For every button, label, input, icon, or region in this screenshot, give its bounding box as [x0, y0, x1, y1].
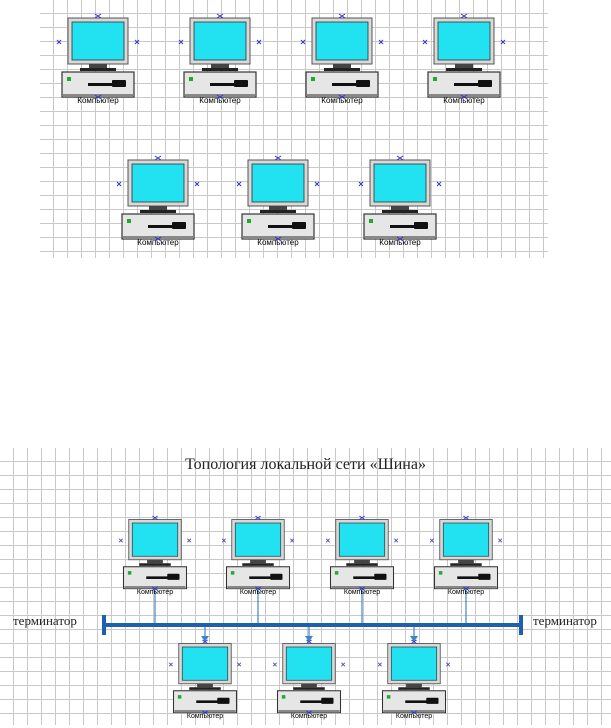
system-unit-icon [427, 71, 501, 98]
computer-node[interactable]: Компьютер [272, 639, 346, 726]
connection-markers [221, 515, 295, 591]
monitor-icon [231, 519, 285, 566]
connection-markers [118, 515, 192, 591]
connection-markers [116, 155, 200, 242]
computer-node[interactable]: Компьютер [377, 639, 451, 726]
computer-label: Компьютер [343, 589, 381, 596]
connection-markers [178, 13, 262, 100]
computer-node[interactable]: Компьютер [56, 13, 140, 114]
system-unit-icon [433, 566, 499, 590]
system-unit-icon [121, 213, 195, 240]
system-unit-icon [241, 213, 315, 240]
monitor-icon [335, 519, 389, 566]
connection-markers [429, 515, 503, 591]
system-unit-icon [381, 690, 447, 714]
monitor-icon [311, 17, 373, 71]
monitor-icon [127, 159, 189, 213]
connection-markers [272, 639, 346, 715]
computer-node[interactable]: Компьютер [116, 155, 200, 256]
computer-node[interactable]: Компьютер [300, 13, 384, 114]
system-unit-icon [172, 690, 238, 714]
computer-label: Компьютер [199, 96, 241, 105]
computer-node[interactable]: Компьютер [422, 13, 506, 114]
computer-label: Компьютер [186, 713, 224, 720]
computer-label: Компьютер [77, 96, 119, 105]
computer-node[interactable]: Компьютер [236, 155, 320, 256]
connection-markers [422, 13, 506, 100]
diagram-title: Топология локальной сети «Шина» [185, 456, 426, 473]
system-unit-icon [183, 71, 257, 98]
connection-markers [236, 155, 320, 242]
system-unit-icon [122, 566, 188, 590]
arrow-down-icon [305, 636, 313, 642]
computer-node[interactable]: Компьютер [325, 515, 399, 602]
connection-markers [300, 13, 384, 100]
system-unit-icon [305, 71, 379, 98]
computer-node[interactable]: Компьютер [429, 515, 503, 602]
computer-label: Компьютер [257, 238, 299, 247]
connection-markers [56, 13, 140, 100]
monitor-icon [439, 519, 493, 566]
arrow-down-icon [201, 636, 209, 642]
computer-node[interactable]: Компьютер [178, 13, 262, 114]
monitor-icon [433, 17, 495, 71]
system-unit-icon [225, 566, 291, 590]
arrow-down-icon [410, 636, 418, 642]
connection-markers [358, 155, 442, 242]
computer-label: Компьютер [239, 589, 277, 596]
terminator-left-label: терминатор [13, 613, 77, 628]
monitor-icon [387, 643, 441, 690]
system-unit-icon [61, 71, 135, 98]
system-unit-icon [363, 213, 437, 240]
computer-label: Компьютер [136, 589, 174, 596]
monitor-icon [178, 643, 232, 690]
drop-lines [154, 581, 467, 641]
connection-markers [168, 639, 242, 715]
monitor-icon [67, 17, 129, 71]
monitor-icon [282, 643, 336, 690]
monitor-icon [247, 159, 309, 213]
computer-label: Компьютер [379, 238, 421, 247]
computer-label: Компьютер [321, 96, 363, 105]
computer-node[interactable]: Компьютер [118, 515, 192, 602]
connection-markers [377, 639, 451, 715]
computer-node[interactable]: Компьютер [168, 639, 242, 726]
system-unit-icon [329, 566, 395, 590]
computer-label: Компьютер [443, 96, 485, 105]
terminator-right-label: терминатор [533, 613, 597, 628]
computer-node[interactable]: Компьютер [221, 515, 295, 602]
computer-node[interactable]: Компьютер [358, 155, 442, 256]
computer-label: Компьютер [290, 713, 328, 720]
computer-label: Компьютер [447, 589, 485, 596]
monitor-icon [128, 519, 182, 566]
system-unit-icon [276, 690, 342, 714]
computer-label: Компьютер [137, 238, 179, 247]
connection-markers [325, 515, 399, 591]
bottom-canvas [0, 448, 611, 725]
computer-label: Компьютер [395, 713, 433, 720]
monitor-icon [369, 159, 431, 213]
monitor-icon [189, 17, 251, 71]
